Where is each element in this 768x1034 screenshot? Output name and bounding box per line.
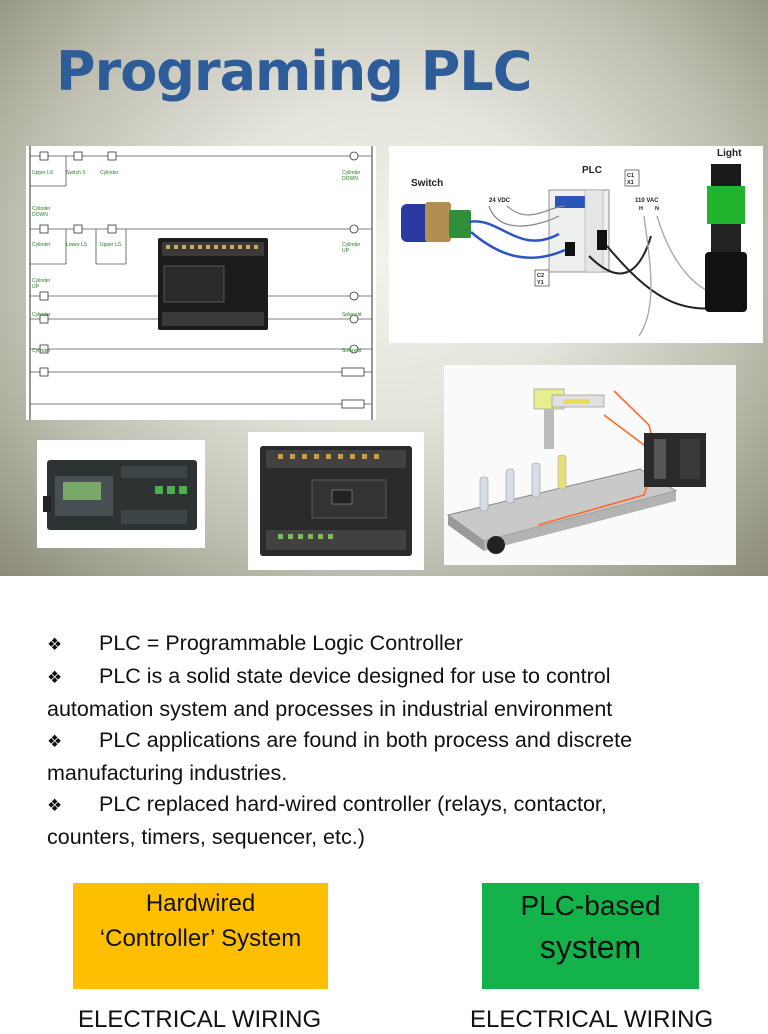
- svg-text:Cylinder: Cylinder: [32, 312, 51, 318]
- caption-electrical-wiring-right: ELECTRICAL WIRING: [470, 1006, 714, 1033]
- note-line-2: ❖PLC is a solid state device designed fo…: [47, 661, 737, 694]
- svg-text:Switch S: Switch S: [66, 170, 86, 176]
- bullet-icon: ❖: [47, 796, 63, 816]
- svg-text:Cylinder: Cylinder: [100, 170, 119, 176]
- svg-text:Upper LS: Upper LS: [32, 170, 54, 176]
- svg-text:UP: UP: [32, 284, 40, 290]
- c2-label: C2: [537, 273, 544, 279]
- svg-text:Solenoid: Solenoid: [342, 312, 362, 318]
- svg-text:Upper LS: Upper LS: [100, 242, 122, 248]
- c1-label: C1: [627, 173, 634, 179]
- plc-wiring-graphic: Switch PLC Light 24 VDC 110 VAC C1 X1 C2…: [401, 148, 747, 337]
- plc-box-line-1: PLC-based: [520, 890, 661, 921]
- bullet-icon: ❖: [47, 732, 63, 752]
- caption-electrical-wiring-left: ELECTRICAL WIRING: [78, 1006, 322, 1033]
- svg-text:Cylinder: Cylinder: [32, 206, 51, 212]
- vdc-label: 24 VDC: [489, 198, 511, 204]
- svg-text:Cylinder: Cylinder: [32, 278, 51, 284]
- svg-text:DOWN: DOWN: [32, 212, 48, 218]
- plc-module-photo-2: [248, 432, 424, 570]
- svg-text:DOWN: DOWN: [342, 176, 358, 182]
- note-line-7: counters, timers, sequencer, etc.): [47, 825, 365, 849]
- note-line-6: ❖PLC replaced hard-wired controller (rel…: [47, 789, 737, 822]
- svg-text:Cylinder: Cylinder: [342, 170, 361, 176]
- vac-label: 110 VAC: [635, 198, 659, 204]
- plc-system-box: PLC-based system: [482, 883, 699, 989]
- svg-text:Cylinder: Cylinder: [342, 242, 361, 248]
- note-line-3: automation system and processes in indus…: [47, 697, 613, 721]
- bottling-line-graphic: [446, 388, 706, 554]
- note-line-4: ❖PLC applications are found in both proc…: [47, 725, 737, 758]
- n-label: N: [655, 206, 659, 212]
- plc-module-graphic-2: [260, 446, 412, 556]
- notes-text: ❖PLC = Programmable Logic Controller ❖PL…: [47, 628, 737, 853]
- h-label: H: [639, 206, 643, 212]
- y1-label: Y1: [537, 280, 544, 286]
- plc-module-graphic-1: [43, 460, 197, 530]
- hardwired-line-2: ‘Controller’ System: [99, 925, 302, 952]
- slide-banner: Programing PLC: [0, 0, 768, 576]
- bullet-icon: ❖: [47, 635, 63, 655]
- bullet-icon: ❖: [47, 668, 63, 688]
- slide-title: Programing PLC: [56, 40, 532, 103]
- svg-text:Cylinder: Cylinder: [32, 242, 51, 248]
- note-line-5: manufacturing industries.: [47, 761, 288, 785]
- note-line-1: ❖PLC = Programmable Logic Controller: [47, 628, 737, 661]
- hardwired-line-1: Hardwired: [145, 890, 256, 917]
- plc-box-line-2: system: [539, 929, 642, 965]
- plc-wiring-image: Switch PLC Light 24 VDC 110 VAC C1 X1 C2…: [389, 146, 763, 343]
- svg-text:Cylinder: Cylinder: [32, 348, 51, 354]
- plc-module-photo-1: [37, 440, 205, 548]
- switch-label: Switch: [411, 178, 443, 189]
- svg-text:Lower LS: Lower LS: [66, 242, 88, 248]
- x1-label: X1: [627, 180, 634, 186]
- light-label: Light: [717, 148, 742, 159]
- svg-text:UP: UP: [342, 248, 350, 254]
- plc-label: PLC: [582, 165, 602, 176]
- svg-text:Solenoid: Solenoid: [342, 348, 362, 354]
- hardwired-system-box: Hardwired ‘Controller’ System: [73, 883, 328, 989]
- bottling-line-image: [444, 365, 736, 565]
